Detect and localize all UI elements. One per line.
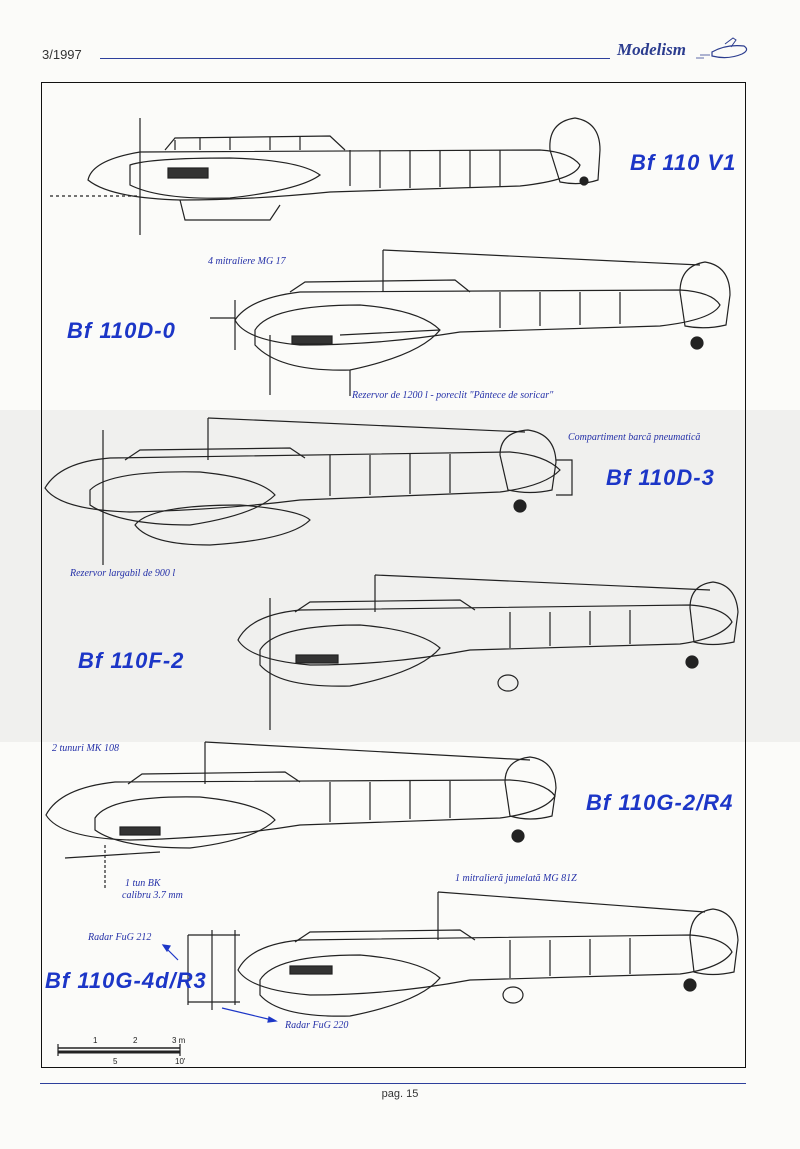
header-rule xyxy=(100,58,610,59)
note-mg81z: 1 mitralieră jumelată MG 81Z xyxy=(455,873,577,884)
scale-label-3m: 3 m xyxy=(172,1036,186,1045)
callout-arrows xyxy=(161,944,278,1023)
note-mg17: 4 mitraliere MG 17 xyxy=(208,256,286,267)
scale-label-1m: 1 xyxy=(93,1036,98,1045)
issue-number: 3/1997 xyxy=(42,47,82,62)
profile-d3 xyxy=(44,417,573,565)
note-bk-cannon: 1 tun BK xyxy=(125,878,161,889)
scale-bar xyxy=(57,1044,181,1056)
scale-label-10ft: 10' xyxy=(175,1057,186,1066)
title-bf110-g2: Bf 110G-2/R4 xyxy=(586,790,734,815)
title-bf110-g4: Bf 110G-4d/R3 xyxy=(45,968,207,993)
footer-rule xyxy=(40,1083,746,1084)
note-bk-caliber: calibru 3.7 mm xyxy=(122,890,183,901)
magazine-logo: Modelism xyxy=(617,40,686,59)
note-mk108: 2 tunuri MK 108 xyxy=(52,743,119,754)
profile-v1 xyxy=(50,117,601,235)
drawing-frame xyxy=(41,82,746,1068)
note-dinghy-bay: Compartiment barcă pneumatică xyxy=(568,432,701,443)
profile-g2 xyxy=(45,741,557,890)
profile-d0 xyxy=(210,249,731,396)
note-tank-1200: Rezervor de 1200 l - poreclit "Pântece d… xyxy=(352,390,554,401)
note-droptank-900: Rezervor largabil de 900 l xyxy=(70,568,176,579)
scale-label-5ft: 5 xyxy=(113,1057,118,1066)
page-number: pag. 15 xyxy=(381,1088,419,1100)
scale-label-2m: 2 xyxy=(133,1036,138,1045)
title-bf110-v1: Bf 110 V1 xyxy=(630,150,737,175)
profile-f2 xyxy=(237,574,739,730)
title-bf110-f2: Bf 110F-2 xyxy=(78,648,185,673)
title-bf110-d0: Bf 110D-0 xyxy=(67,318,176,343)
profile-g4 xyxy=(187,891,739,1017)
title-bf110-d3: Bf 110D-3 xyxy=(606,465,715,490)
note-fug220: Radar FuG 220 xyxy=(285,1020,349,1031)
note-fug212: Radar FuG 212 xyxy=(88,932,152,943)
